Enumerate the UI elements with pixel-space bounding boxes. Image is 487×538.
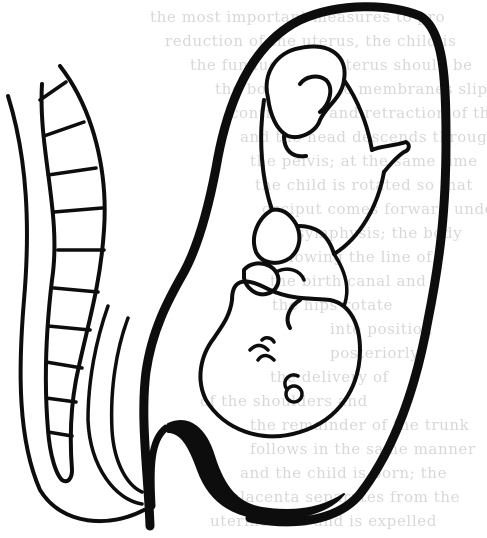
spine-outline [42,66,105,481]
svg-text:posteriorly: posteriorly [330,344,419,362]
svg-text:the remainder of the trunk: the remainder of the trunk [250,416,470,434]
svg-text:follows in the same manner: follows in the same manner [250,440,476,458]
svg-text:and the child is born; the: and the child is born; the [240,464,447,482]
back-wall-outline [8,96,144,521]
svg-text:into position: into position [330,320,433,338]
